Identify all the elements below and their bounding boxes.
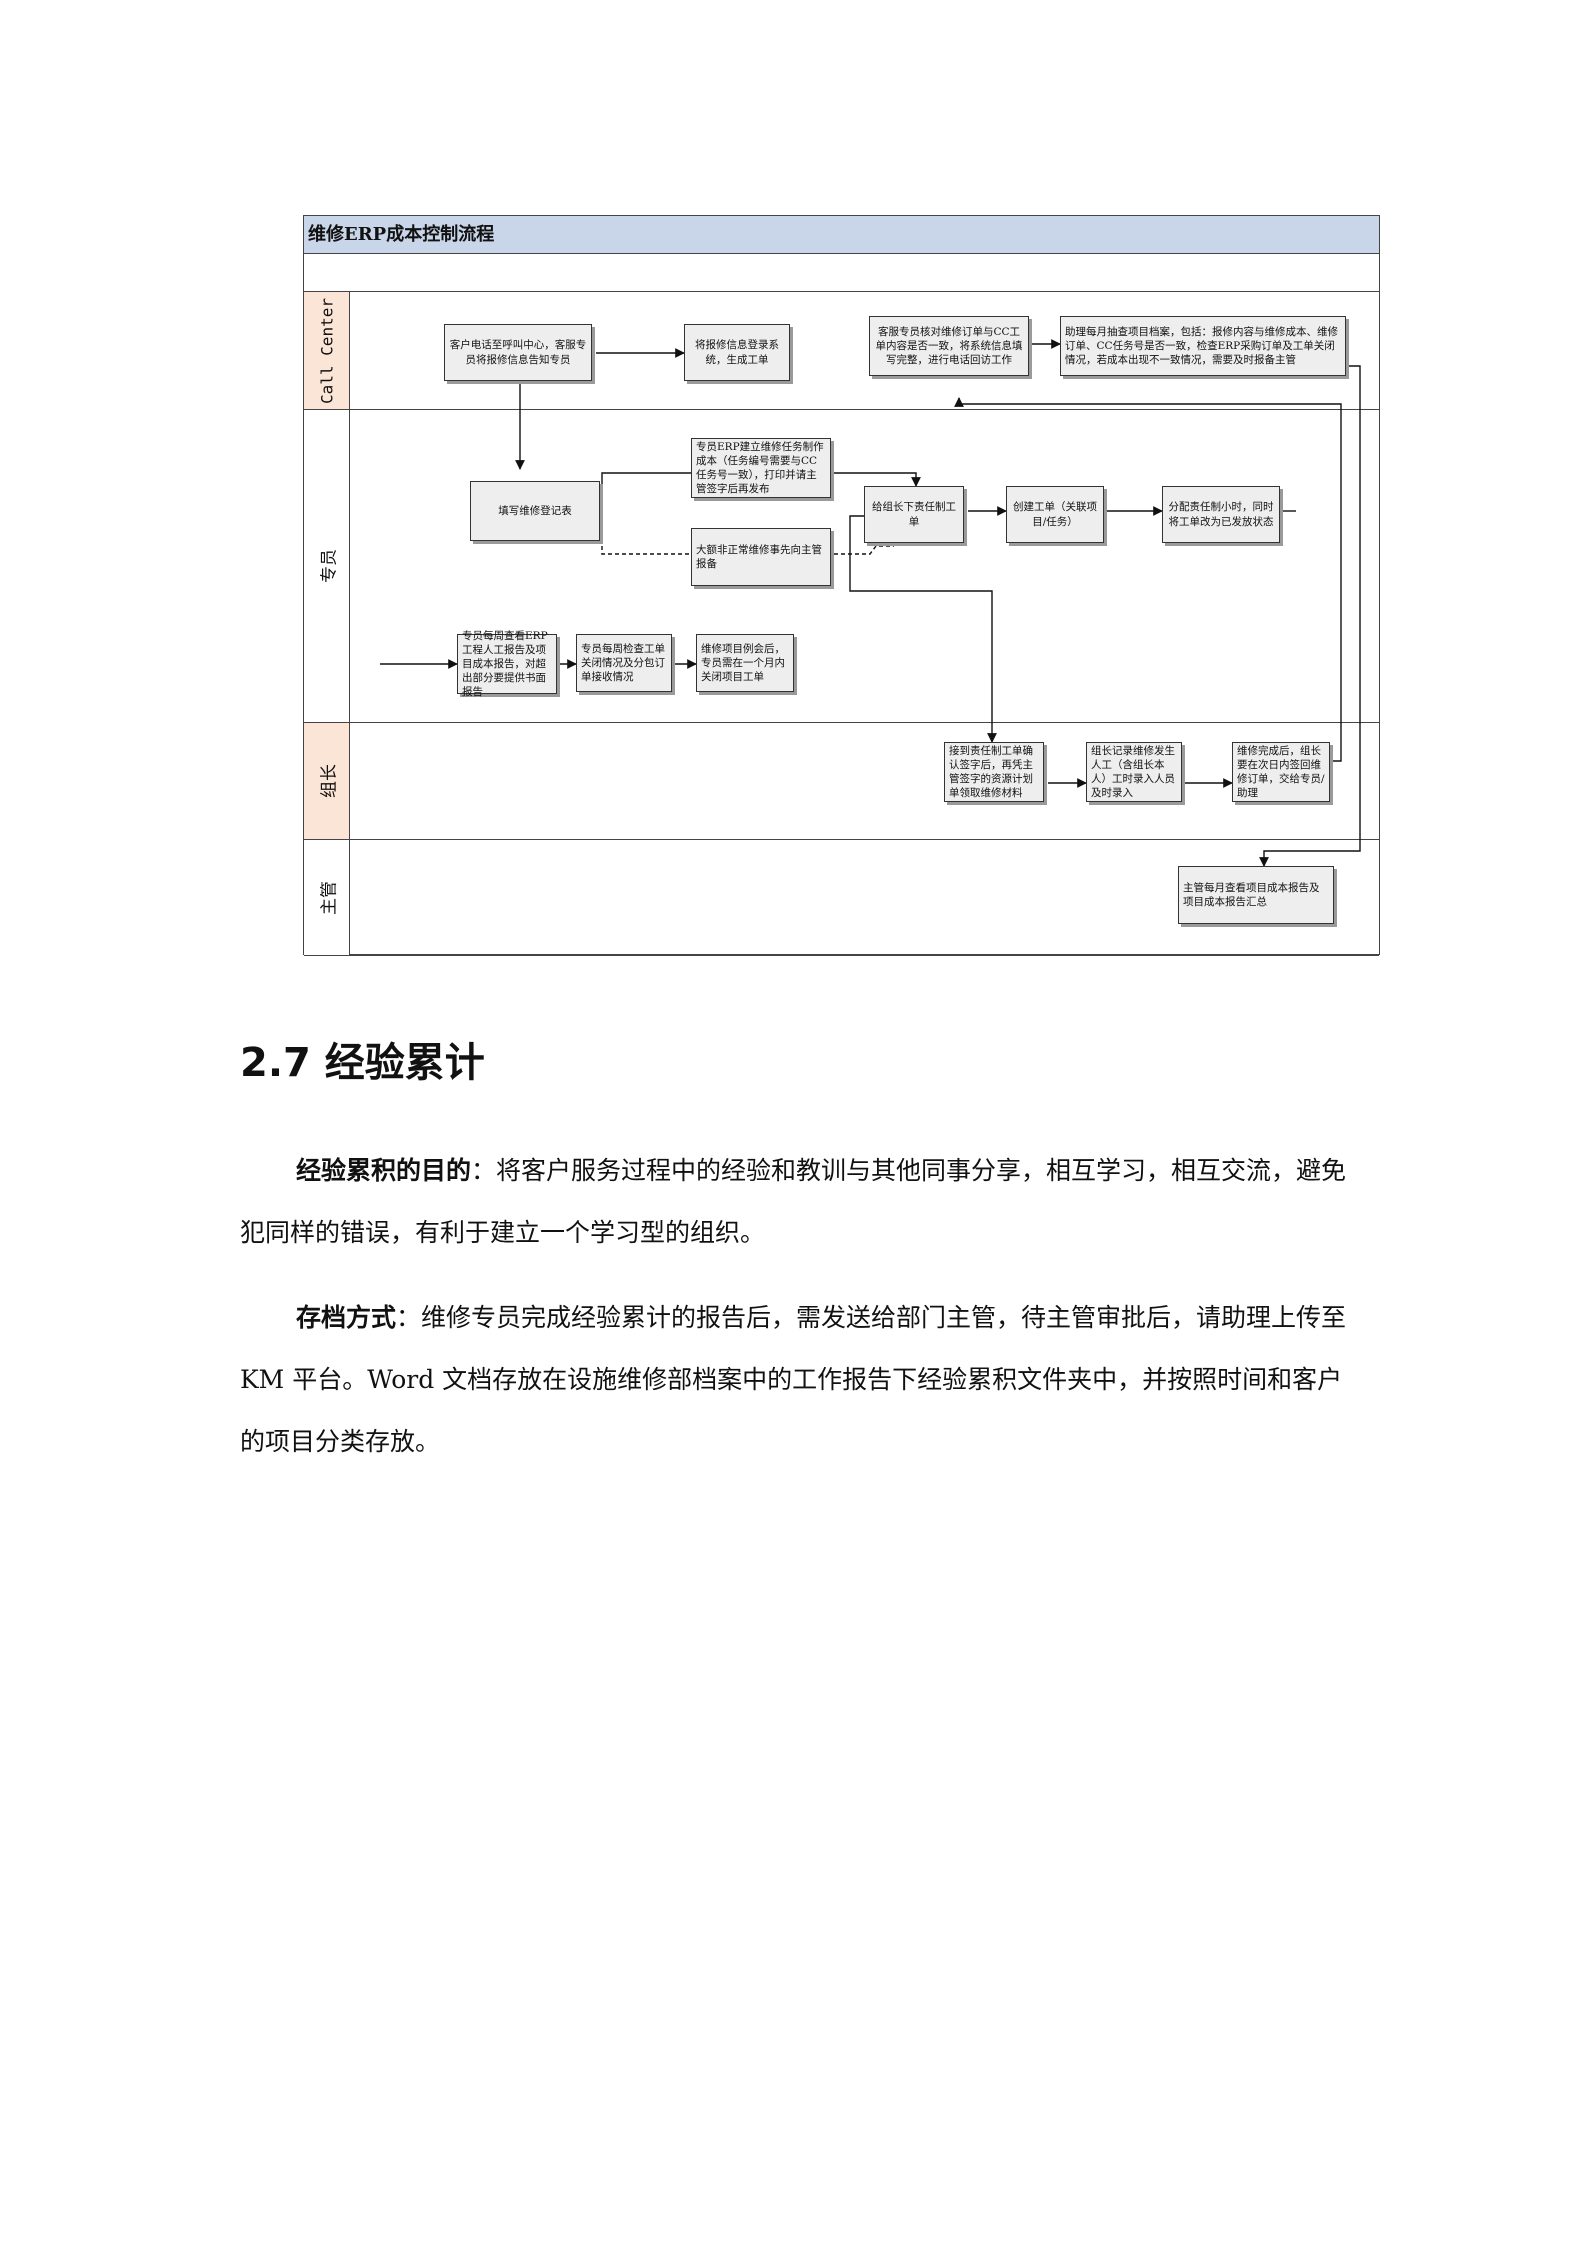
box-assign-hours: 分配责任制小时，同时将工单改为已发放状态 [1162,486,1280,543]
lane-specialist: 专员 [304,410,1379,723]
lane-header: Call Center [304,292,350,409]
paragraph-label: 存档方式 [296,1303,397,1332]
lane-label: 组长 [319,764,339,798]
paragraph-purpose: 经验累积的目的：将客户服务过程中的经验和教训与其他同事分享，相互学习，相互交流，… [240,1140,1350,1264]
box-receive-ticket: 接到责任制工单确认签字后，再凭主管签字的资源计划单领取维修材料 [944,742,1044,802]
box-register-info: 将报修信息登录系统，生成工单 [684,324,790,381]
box-create-ticket: 创建工单（关联项目/任务） [1006,486,1104,543]
box-weekly-report: 专员每周查看ERP工程人工报告及项目成本报告，对超出部分要提供书面报告 [457,630,557,698]
lane-label: 主管 [319,880,339,915]
paragraph-archive: 存档方式：维修专员完成经验累计的报告后，需发送给部门主管，待主管审批后，请助理上… [240,1287,1350,1473]
lane-header: 主管 [304,840,350,955]
box-sign-back: 维修完成后，组长要在次日内签回维修订单，交给专员/助理 [1232,742,1330,802]
box-monthly-audit: 助理每月抽查项目档案，包括：报修内容与维修成本、维修订单、CC任务号是否一致，检… [1060,316,1346,376]
box-close-ticket: 维修项目例会后，专员需在一个月内关闭项目工单 [696,634,794,692]
box-customer-call: 客户电话至呼叫中心，客服专员将报修信息告知专员 [444,324,592,381]
box-erp-task: 专员ERP建立维修任务制作成本（任务编号需要与CC任务号一致），打印并请主管签字… [691,438,831,498]
box-report-abnormal: 大额非正常维修事先向主管报备 [691,528,831,586]
box-fill-form: 填写维修登记表 [470,481,600,541]
paragraph-label: 经验累积的目的 [296,1156,472,1185]
box-weekly-check: 专员每周检查工单关闭情况及分包订单接收情况 [576,634,672,692]
box-verify-order: 客服专员核对维修订单与CC工单内容是否一致，将系统信息填写完整，进行电话回访工作 [869,316,1029,376]
lane-call-center: Call Center [304,292,1379,410]
box-supervisor-review: 主管每月查看项目成本报告及项目成本报告汇总 [1178,866,1334,924]
lane-header: 专员 [304,410,350,722]
lane-label: 专员 [319,549,339,583]
flowchart-blank-row [304,254,1379,292]
paragraph-text: ：维修专员完成经验累计的报告后，需发送给部门主管，待主管审批后，请助理上传至 K… [240,1303,1347,1456]
section-heading: 2.7 经验累计 [240,1040,485,1086]
lane-label: Call Center [317,297,336,404]
paragraph-text: ：将客户服务过程中的经验和教训与其他同事分享，相互学习，相互交流，避免犯同样的错… [240,1156,1347,1247]
lane-supervisor: 主管 [304,840,1379,956]
flowchart-title: 维修ERP成本控制流程 [304,216,1379,254]
box-record-hours: 组长记录维修发生人工（含组长本人）工时录入人员及时录入 [1086,742,1182,802]
lane-header: 组长 [304,723,350,839]
flowchart: 维修ERP成本控制流程 Call Center 专员 组长 主管 [303,215,1380,956]
lane-team-leader: 组长 [304,723,1379,840]
box-assign-ticket: 给组长下责任制工单 [864,486,964,543]
